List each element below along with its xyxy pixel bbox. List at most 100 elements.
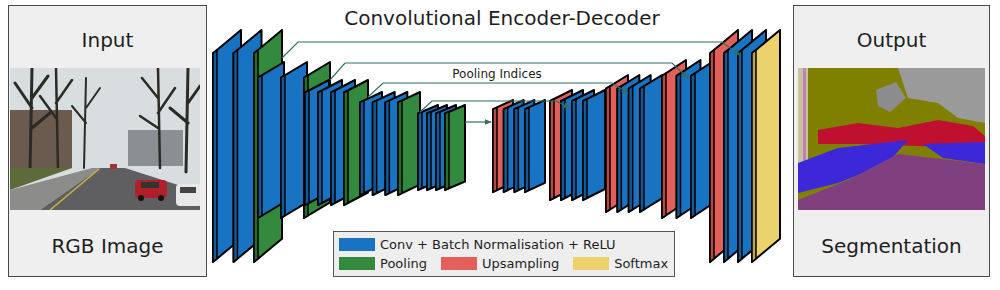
slab-edge	[385, 100, 389, 195]
layer-stack	[606, 75, 662, 212]
layer-stack	[305, 80, 368, 205]
layer-stack	[550, 90, 605, 200]
sky-region	[898, 68, 985, 123]
wheel	[158, 195, 164, 201]
layer-slab	[213, 30, 241, 262]
slab-edge	[583, 99, 587, 200]
slab-edge	[617, 86, 621, 212]
slab-edge	[504, 107, 508, 192]
legend-text: Softmax	[614, 256, 668, 272]
white-car	[176, 184, 200, 206]
slab-edge	[525, 107, 529, 192]
layer-slab	[344, 80, 368, 205]
slab-face	[398, 92, 420, 195]
slab-edge	[360, 100, 364, 195]
layer-slab	[640, 75, 662, 212]
tree	[170, 68, 200, 172]
slab-edge	[418, 112, 422, 190]
pooling-index-line	[330, 63, 688, 80]
legend-text: Conv + Batch Normalisation + ReLU	[380, 237, 616, 253]
slab-edge	[640, 86, 644, 212]
panel-label: RGB Image	[51, 234, 163, 258]
slab-edge	[738, 50, 742, 262]
legend-text: Pooling	[380, 256, 427, 272]
legend-swatch	[573, 257, 609, 270]
slab-edge	[344, 90, 348, 205]
slab-edge	[662, 73, 666, 218]
panel-label: Input	[82, 28, 134, 52]
legend-swatch	[339, 257, 375, 270]
car-window	[180, 187, 196, 193]
layer-stack	[710, 30, 780, 262]
legend-swatch	[441, 257, 477, 270]
slab-face	[583, 90, 605, 200]
layer-stack	[418, 105, 465, 190]
slab-edge	[436, 112, 440, 190]
wheel	[138, 195, 144, 201]
pooling-label: Pooling Indices	[450, 67, 544, 81]
legend-text: Upsampling	[482, 256, 559, 272]
layer-slab	[752, 30, 780, 262]
slab-edge	[427, 112, 431, 190]
legend-swatch	[339, 238, 375, 251]
slab-edge	[550, 99, 554, 200]
slab-face	[445, 105, 465, 190]
slab-edge	[572, 99, 576, 200]
car-window	[141, 182, 159, 188]
slab-edge	[281, 75, 285, 218]
panel-label: Segmentation	[821, 234, 962, 258]
pooling-index-lines	[282, 42, 740, 122]
legend-item: Softmax	[573, 256, 668, 272]
slab-edge	[258, 75, 262, 218]
legend-item: Upsampling	[441, 256, 559, 272]
slab-edge	[752, 50, 756, 262]
pooling-index-line	[420, 101, 570, 112]
slab-edge	[304, 75, 308, 218]
sky-region	[876, 82, 906, 112]
slab-face	[640, 75, 662, 212]
trees	[15, 68, 200, 172]
slab-face	[752, 30, 780, 262]
slab-edge	[514, 107, 518, 192]
layer-slab	[525, 100, 545, 192]
slab-face	[344, 80, 368, 205]
slab-edge	[561, 99, 565, 200]
tree	[40, 68, 72, 170]
layer-stack	[360, 92, 420, 195]
diagram-title: Convolutional Encoder-Decoder	[344, 6, 660, 30]
legend-box: Conv + Batch Normalisation + ReLUPooling…	[333, 231, 675, 277]
slab-edge	[493, 107, 497, 192]
rgb-photo	[10, 68, 200, 210]
slab-edge	[606, 86, 610, 212]
slab-edge	[213, 50, 217, 262]
slab-face	[525, 100, 545, 192]
tree	[140, 68, 175, 168]
sky	[10, 68, 200, 210]
legend-row: Pooling Upsampling Softmax	[339, 254, 668, 273]
pooling-index-line	[368, 83, 628, 97]
slab-edge	[691, 73, 695, 218]
layer-stack	[662, 60, 715, 218]
slab-edge	[373, 100, 377, 195]
slab-edge	[318, 90, 322, 205]
road-region	[798, 154, 985, 210]
slab-edge	[234, 50, 238, 262]
building	[128, 130, 183, 166]
tree	[15, 68, 50, 172]
far-car	[110, 164, 117, 169]
layer-slab	[583, 90, 605, 200]
slab-face	[213, 30, 241, 262]
slab-edge	[445, 112, 449, 190]
slab-edge	[710, 50, 714, 262]
slab-edge	[629, 86, 633, 212]
slab-edge	[724, 50, 728, 262]
panel-label: Output	[857, 28, 926, 52]
slab-edge	[398, 100, 402, 195]
layer-slab	[445, 105, 465, 190]
layer-stacks	[213, 30, 780, 262]
layer-slab	[398, 92, 420, 195]
tree-region	[798, 68, 985, 210]
tree	[72, 78, 100, 168]
layer-stack	[258, 62, 330, 218]
road-marking	[50, 169, 99, 210]
